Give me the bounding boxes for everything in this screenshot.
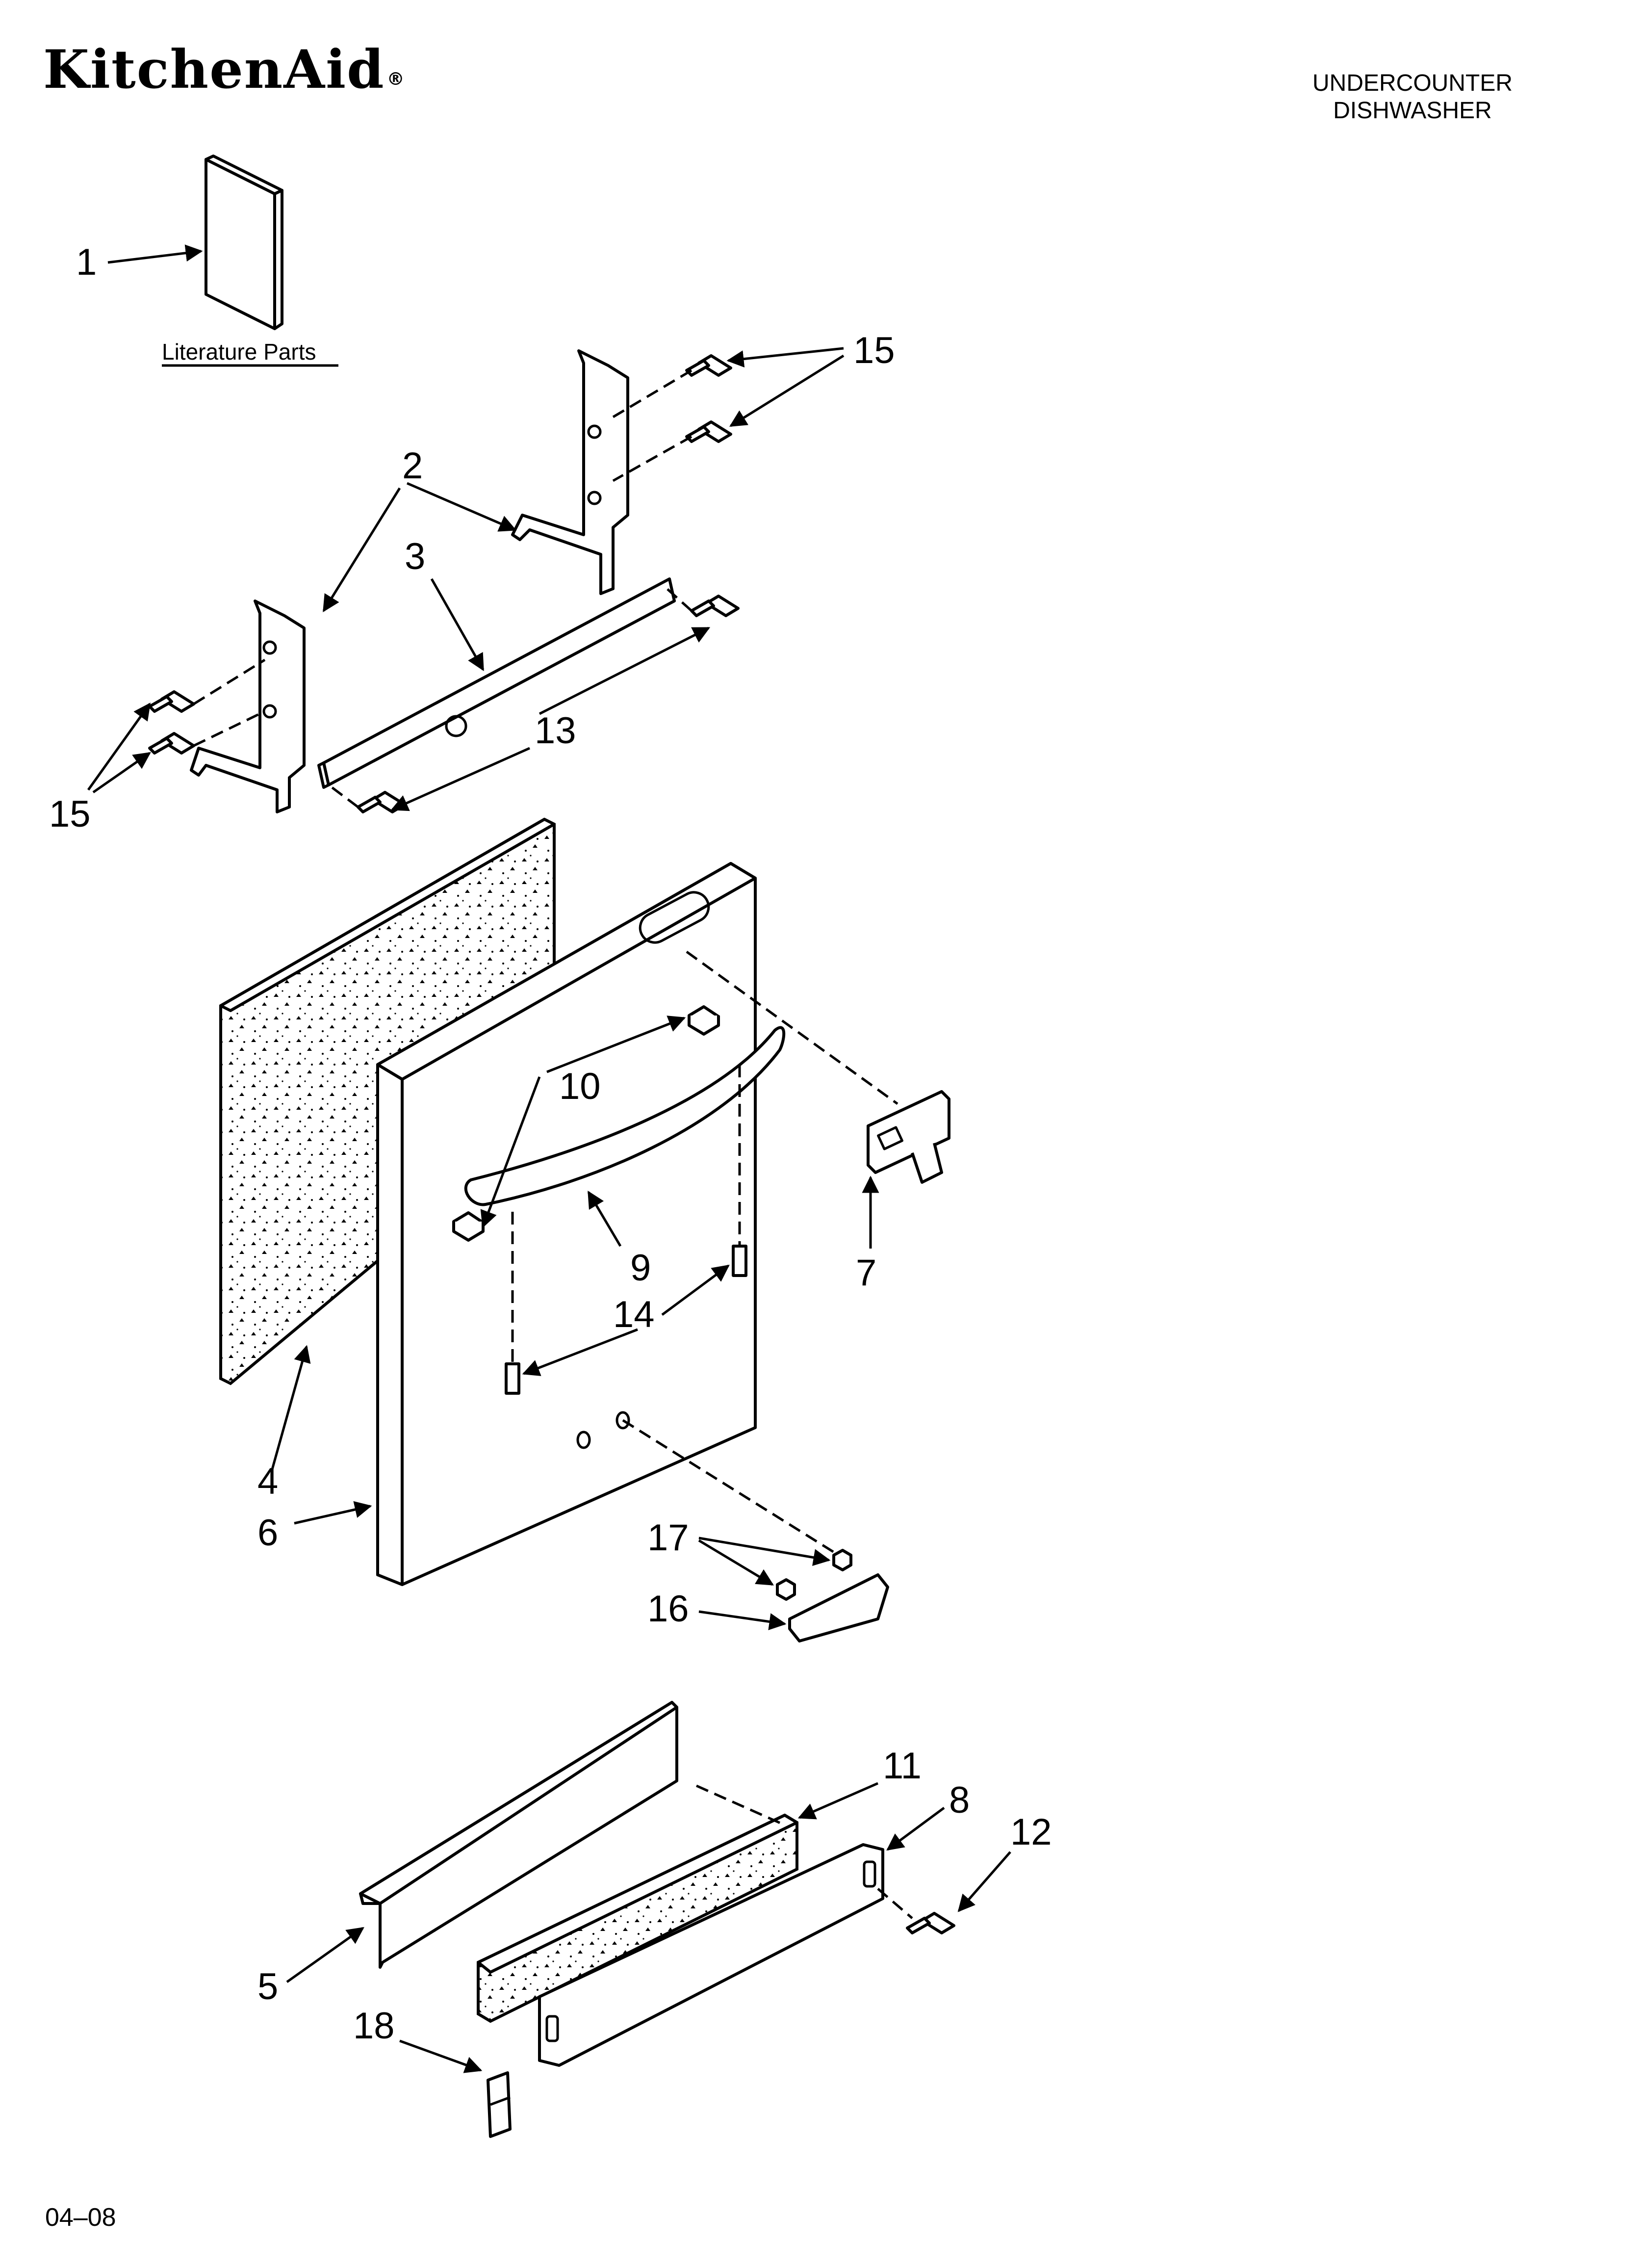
screw-path	[612, 435, 693, 482]
toe-path	[695, 1784, 786, 1826]
handle-stud-lower	[505, 1362, 520, 1395]
handle-standoff-upper	[688, 1005, 720, 1036]
leader-8	[886, 1806, 945, 1851]
screw-path	[193, 658, 266, 705]
kick-plate-screw	[906, 1912, 955, 1934]
panel-hole	[576, 1431, 591, 1449]
callout-17: 17	[647, 1517, 689, 1559]
bracket-hole	[262, 704, 277, 719]
callout-10: 10	[559, 1066, 601, 1107]
callout-1: 1	[76, 241, 97, 283]
bracket-hole	[587, 424, 602, 439]
leader-11	[797, 1782, 879, 1820]
leader-6	[294, 1501, 372, 1525]
brand-name: KitchenAid	[43, 39, 385, 101]
panel-slot	[639, 891, 710, 944]
toe-insulation-strip	[477, 1813, 798, 2023]
callout-13: 13	[535, 710, 576, 752]
callout-5: 5	[257, 1966, 278, 2007]
leader-13-lower	[390, 747, 531, 811]
leader-17-lower	[698, 1539, 774, 1586]
leader-10-upper	[546, 1016, 686, 1073]
bracket-hole	[587, 491, 602, 505]
leader-15-left-lower	[92, 752, 151, 794]
callout-18: 18	[353, 2005, 395, 2047]
callout-3: 3	[405, 536, 425, 577]
nut-upper	[832, 1549, 852, 1571]
callout-15-lower: 15	[49, 793, 91, 835]
callout-11: 11	[883, 1745, 922, 1787]
callout-12: 12	[1010, 1811, 1052, 1853]
door-emblem	[788, 1573, 889, 1642]
leader-13-upper	[539, 626, 711, 715]
callout-9: 9	[630, 1247, 651, 1289]
leader-2-right	[407, 482, 517, 532]
callout-2: 2	[402, 445, 423, 487]
screw-15-right-upper	[685, 354, 732, 377]
panel-hole	[616, 1411, 630, 1430]
leader-9	[587, 1190, 622, 1247]
leader-10-lower	[480, 1076, 541, 1228]
callout-4: 4	[257, 1460, 278, 1502]
brace-hole	[445, 715, 467, 737]
leader-15-upper	[726, 347, 844, 368]
appliance-heading: UNDERCOUNTER DISHWASHER	[1241, 70, 1584, 125]
callout-14: 14	[613, 1294, 655, 1335]
revision-code: 04–08	[45, 2203, 116, 2232]
leader-1	[107, 244, 203, 264]
nut-lower	[776, 1578, 796, 1601]
callout-7: 7	[856, 1252, 876, 1294]
kick-plate-slot	[863, 1860, 876, 1888]
toe-panel	[359, 1701, 678, 1969]
screw-15-left-lower	[148, 732, 195, 755]
screw-13-upper	[690, 595, 740, 617]
callout-8: 8	[949, 1779, 970, 1821]
callout-16: 16	[647, 1588, 689, 1630]
heading-line-2: DISHWASHER	[1333, 98, 1492, 124]
leader-3	[430, 578, 485, 672]
literature-parts-label: Literature Parts	[162, 339, 316, 365]
door-latch-bracket	[867, 1090, 950, 1184]
screw-path	[666, 588, 693, 612]
kick-plate-slot	[545, 2015, 559, 2042]
leader-15-left-upper	[87, 703, 151, 791]
kick-plate	[538, 1843, 884, 2067]
leader-18	[399, 2039, 483, 2073]
bracket-hole	[262, 640, 277, 655]
leader-5	[286, 1927, 364, 1983]
brand-logo: KitchenAid®	[43, 43, 406, 96]
screw-15-right-lower	[685, 420, 732, 443]
leader-16	[698, 1610, 787, 1630]
leader-15-lower	[729, 354, 845, 427]
leader-14-lower	[522, 1328, 638, 1376]
leader-4	[271, 1345, 311, 1470]
screw-path	[877, 1888, 913, 1919]
screw-13-lower	[357, 791, 406, 813]
leader-2-left	[322, 487, 401, 612]
mounting-brace	[317, 577, 676, 789]
handle-stud-upper	[732, 1245, 747, 1277]
left-door-bracket	[190, 600, 306, 813]
door-handle	[464, 1026, 786, 1206]
screw-path	[612, 369, 693, 418]
leader-12	[957, 1851, 1011, 1912]
toe-panel-clip	[487, 2071, 512, 2138]
leader-17-upper	[698, 1537, 831, 1566]
right-door-bracket	[511, 349, 629, 595]
outer-door-panel	[376, 862, 757, 1586]
literature-booklet	[205, 155, 283, 330]
leader-14-upper	[661, 1264, 730, 1316]
heading-line-1: UNDERCOUNTER	[1312, 70, 1513, 96]
callout-15-upper: 15	[853, 330, 895, 371]
screw-path	[328, 784, 359, 808]
emblem-path	[622, 1419, 840, 1557]
screw-15-left-upper	[148, 690, 195, 713]
callout-6: 6	[257, 1512, 278, 1554]
registered-mark: ®	[386, 69, 406, 89]
latch-path	[686, 950, 898, 1105]
screw-path	[193, 710, 266, 747]
